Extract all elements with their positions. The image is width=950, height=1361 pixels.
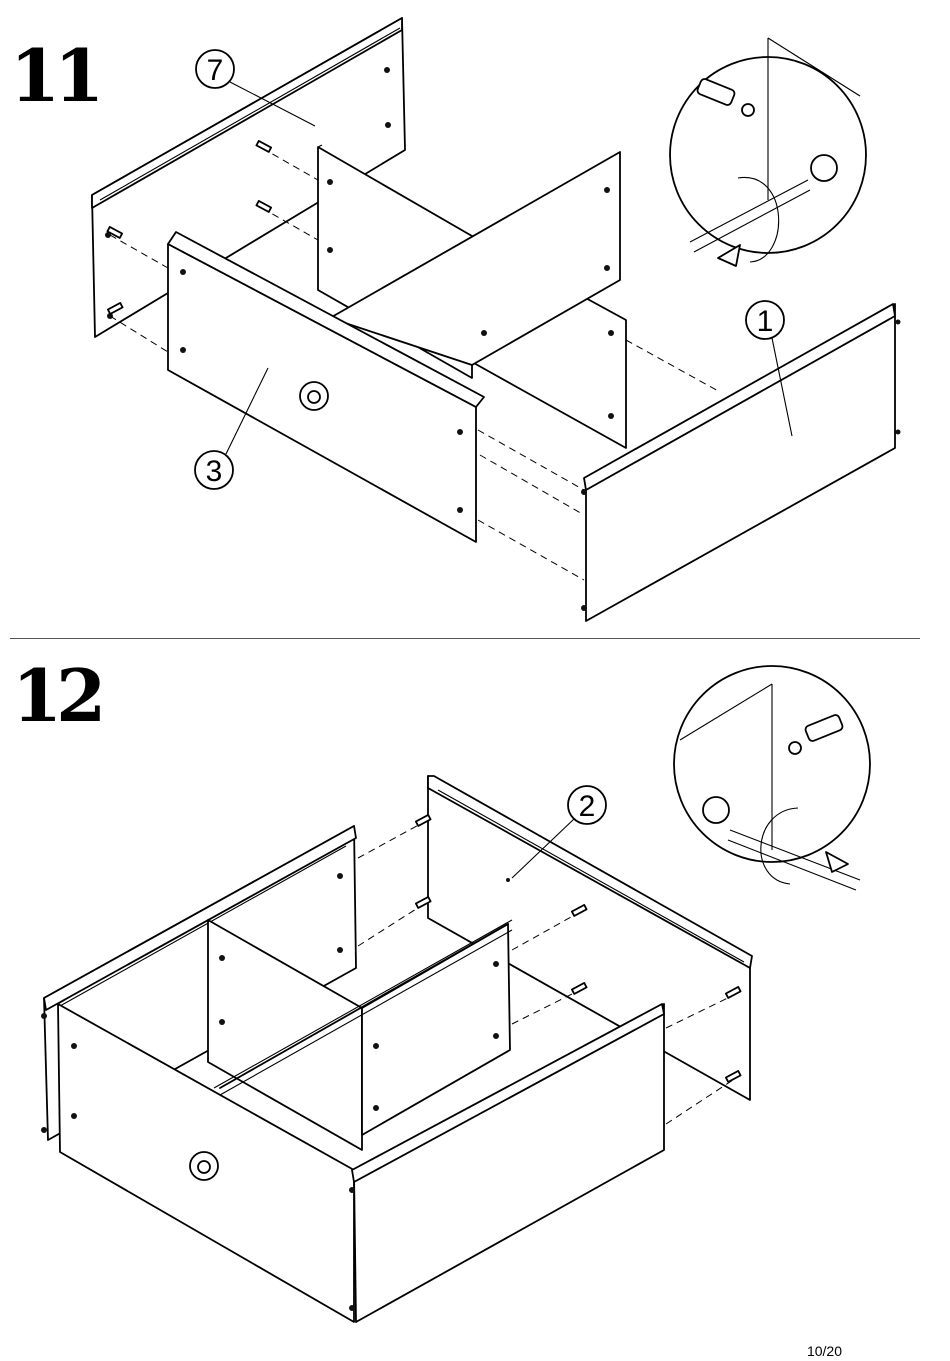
part-label-3-text: 3	[206, 455, 223, 488]
part-label-1-text: 1	[757, 305, 774, 338]
detail-circle-12	[674, 666, 870, 890]
side-panel-1	[581, 304, 901, 621]
step-11-diagram: 7 1 3	[92, 18, 901, 621]
step-12-diagram: 2	[41, 666, 870, 1322]
part-label-2-text: 2	[579, 790, 596, 823]
part-label-7-text: 7	[207, 54, 224, 87]
detail-circle-11	[670, 38, 866, 266]
